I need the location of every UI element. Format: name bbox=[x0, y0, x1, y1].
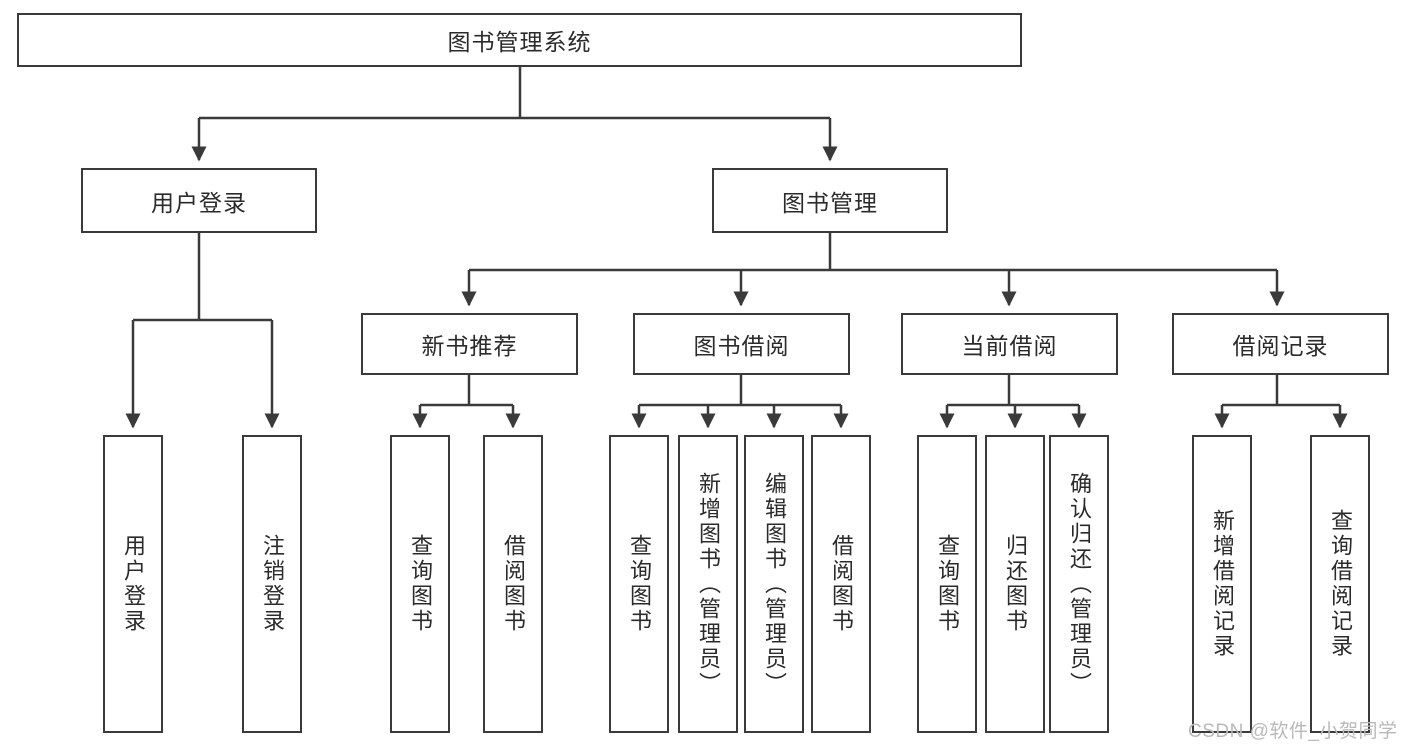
node-leaf-borrow-book-2-label: 借阅图书 bbox=[829, 534, 854, 634]
node-leaf-user-login[interactable]: 用户登录 bbox=[103, 435, 163, 733]
node-leaf-logout-login-label: 注销登录 bbox=[260, 534, 285, 634]
node-leaf-borrow-book-2[interactable]: 借阅图书 bbox=[811, 435, 871, 733]
node-current-borrow-label: 当前借阅 bbox=[961, 333, 1058, 359]
node-new-book-recommend[interactable]: 新书推荐 bbox=[361, 313, 578, 375]
node-leaf-borrow-book-1[interactable]: 借阅图书 bbox=[483, 435, 543, 733]
node-leaf-logout-login[interactable]: 注销登录 bbox=[242, 435, 302, 733]
node-current-borrow[interactable]: 当前借阅 bbox=[901, 313, 1118, 375]
node-leaf-add-record[interactable]: 新增借阅记录 bbox=[1192, 435, 1252, 733]
node-user-login[interactable]: 用户登录 bbox=[81, 168, 317, 233]
node-book-borrow-label: 图书借阅 bbox=[693, 333, 790, 359]
node-book-manage-label: 图书管理 bbox=[782, 189, 878, 216]
node-new-book-recommend-label: 新书推荐 bbox=[421, 333, 518, 359]
node-leaf-user-login-label: 用户登录 bbox=[121, 534, 146, 634]
node-book-borrow[interactable]: 图书借阅 bbox=[633, 313, 850, 375]
node-leaf-query-book-2-label: 查询图书 bbox=[627, 534, 652, 634]
node-leaf-add-book[interactable]: 新增图书（管理员） bbox=[678, 435, 738, 733]
node-leaf-query-book-1-label: 查询图书 bbox=[408, 534, 433, 634]
node-leaf-edit-book-label: 编辑图书（管理员） bbox=[762, 471, 787, 697]
node-root[interactable]: 图书管理系统 bbox=[17, 13, 1022, 67]
node-leaf-query-book-2[interactable]: 查询图书 bbox=[609, 435, 669, 733]
node-leaf-add-book-label: 新增图书（管理员） bbox=[696, 471, 721, 697]
node-leaf-query-book-3-label: 查询图书 bbox=[935, 534, 960, 634]
node-root-label: 图书管理系统 bbox=[447, 29, 592, 55]
node-borrow-record[interactable]: 借阅记录 bbox=[1172, 313, 1389, 375]
node-book-manage[interactable]: 图书管理 bbox=[712, 168, 948, 233]
node-leaf-query-record-label: 查询借阅记录 bbox=[1328, 509, 1353, 659]
node-borrow-record-label: 借阅记录 bbox=[1232, 333, 1329, 359]
node-leaf-borrow-book-1-label: 借阅图书 bbox=[501, 534, 526, 634]
node-leaf-confirm-return[interactable]: 确认归还（管理员） bbox=[1049, 435, 1109, 733]
node-user-login-label: 用户登录 bbox=[151, 189, 247, 216]
node-leaf-edit-book[interactable]: 编辑图书（管理员） bbox=[744, 435, 804, 733]
node-leaf-return-book-label: 归还图书 bbox=[1003, 534, 1028, 634]
node-leaf-add-record-label: 新增借阅记录 bbox=[1210, 509, 1235, 659]
node-leaf-query-record[interactable]: 查询借阅记录 bbox=[1310, 435, 1370, 733]
node-leaf-query-book-1[interactable]: 查询图书 bbox=[390, 435, 450, 733]
node-leaf-confirm-return-label: 确认归还（管理员） bbox=[1067, 471, 1092, 697]
node-leaf-query-book-3[interactable]: 查询图书 bbox=[917, 435, 977, 733]
node-leaf-return-book[interactable]: 归还图书 bbox=[985, 435, 1045, 733]
